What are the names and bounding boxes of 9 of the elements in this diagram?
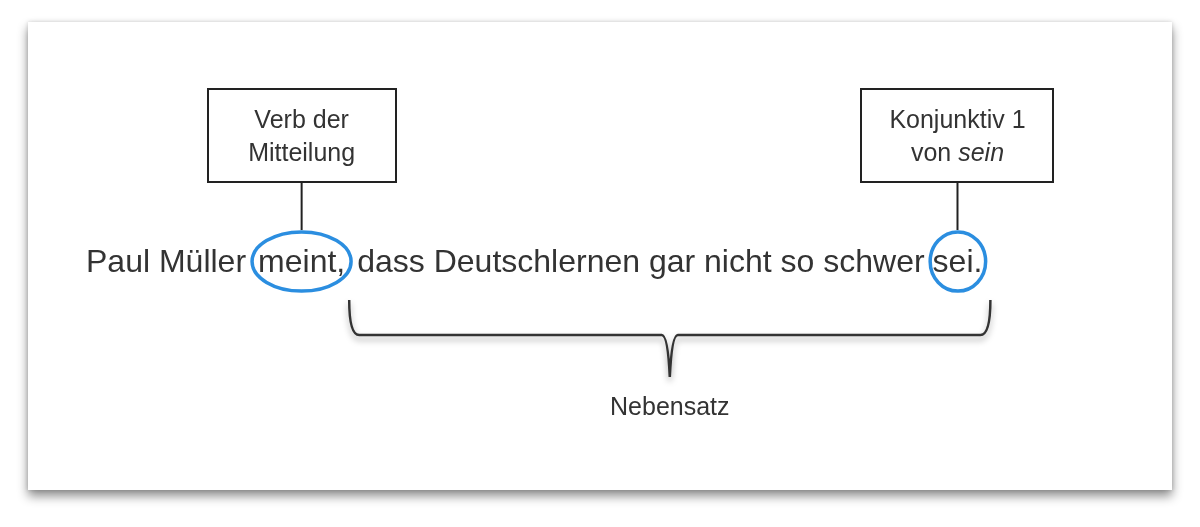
sentence-text: dass Deutschlernen gar nicht so schwer [357,243,925,280]
leader-line [300,182,303,231]
leader-line [956,182,959,231]
circled-word: meint, [250,230,354,293]
label-box: Verb der Mitteilung [206,88,397,183]
sentence-text: Paul Müller [86,243,247,280]
bracket-label: Nebensatz [610,392,730,421]
circled-word: sei. [928,230,987,293]
label-box: Konjunktiv 1 von sein [860,88,1055,183]
